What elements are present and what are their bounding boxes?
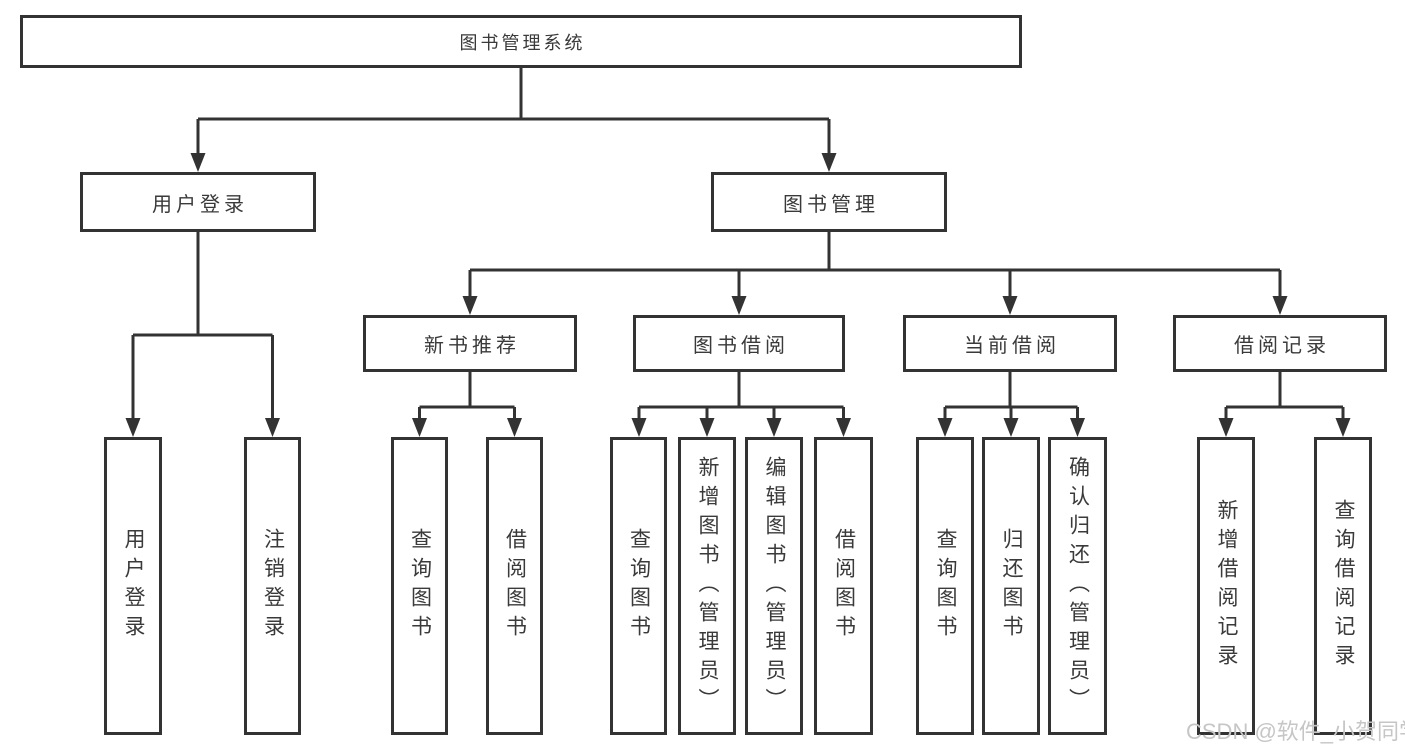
leaf-query-books-box-1: 查询图书 — [391, 437, 448, 735]
leaf-user-login-label: 用户登录 — [122, 528, 145, 644]
leaf-query-borrow-record-label: 查询借阅记录 — [1332, 499, 1355, 673]
leaf-edit-books-admin-label: 编辑图书（管理员） — [763, 455, 786, 717]
leaf-logout-box: 注销登录 — [244, 437, 301, 735]
leaf-logout-label: 注销登录 — [261, 528, 285, 644]
leaf-borrow-books-label-1: 借阅图书 — [503, 528, 527, 644]
book-management-box: 图书管理 — [711, 172, 947, 232]
leaf-borrow-books-box-2: 借阅图书 — [814, 437, 873, 735]
leaf-add-books-admin-box: 新增图书（管理员） — [678, 437, 736, 735]
leaf-query-books-label-2: 查询图书 — [627, 528, 651, 644]
leaf-user-login-box: 用户登录 — [104, 437, 162, 735]
leaf-query-books-label-3: 查询图书 — [934, 528, 957, 644]
leaf-add-borrow-record-box: 新增借阅记录 — [1197, 437, 1255, 735]
leaf-confirm-return-admin-label: 确认归还（管理员） — [1066, 455, 1090, 717]
leaf-return-books-box: 归还图书 — [982, 437, 1040, 735]
borrow-records-box: 借阅记录 — [1173, 315, 1387, 372]
book-borrow-box: 图书借阅 — [633, 315, 845, 372]
arrowheads — [125, 153, 1351, 437]
leaf-query-books-label-1: 查询图书 — [408, 528, 432, 644]
leaf-query-books-box-3: 查询图书 — [916, 437, 974, 735]
leaf-edit-books-admin-box: 编辑图书（管理员） — [745, 437, 803, 735]
leaf-return-books-label: 归还图书 — [1000, 528, 1023, 644]
leaf-query-borrow-record-box: 查询借阅记录 — [1314, 437, 1372, 735]
leaf-confirm-return-admin-box: 确认归还（管理员） — [1048, 437, 1107, 735]
leaf-add-borrow-record-label: 新增借阅记录 — [1215, 499, 1238, 673]
user-login-box: 用户登录 — [80, 172, 316, 232]
system-root-box: 图书管理系统 — [20, 15, 1022, 68]
new-book-recommend-box: 新书推荐 — [363, 315, 577, 372]
csdn-watermark: CSDN @软件_小贺同学 — [1186, 719, 1405, 744]
leaf-borrow-books-box-1: 借阅图书 — [486, 437, 543, 735]
leaf-add-books-admin-label: 新增图书（管理员） — [696, 455, 719, 717]
leaf-query-books-box-2: 查询图书 — [610, 437, 667, 735]
leaf-borrow-books-label-2: 借阅图书 — [832, 528, 856, 644]
current-borrow-box: 当前借阅 — [903, 315, 1117, 372]
